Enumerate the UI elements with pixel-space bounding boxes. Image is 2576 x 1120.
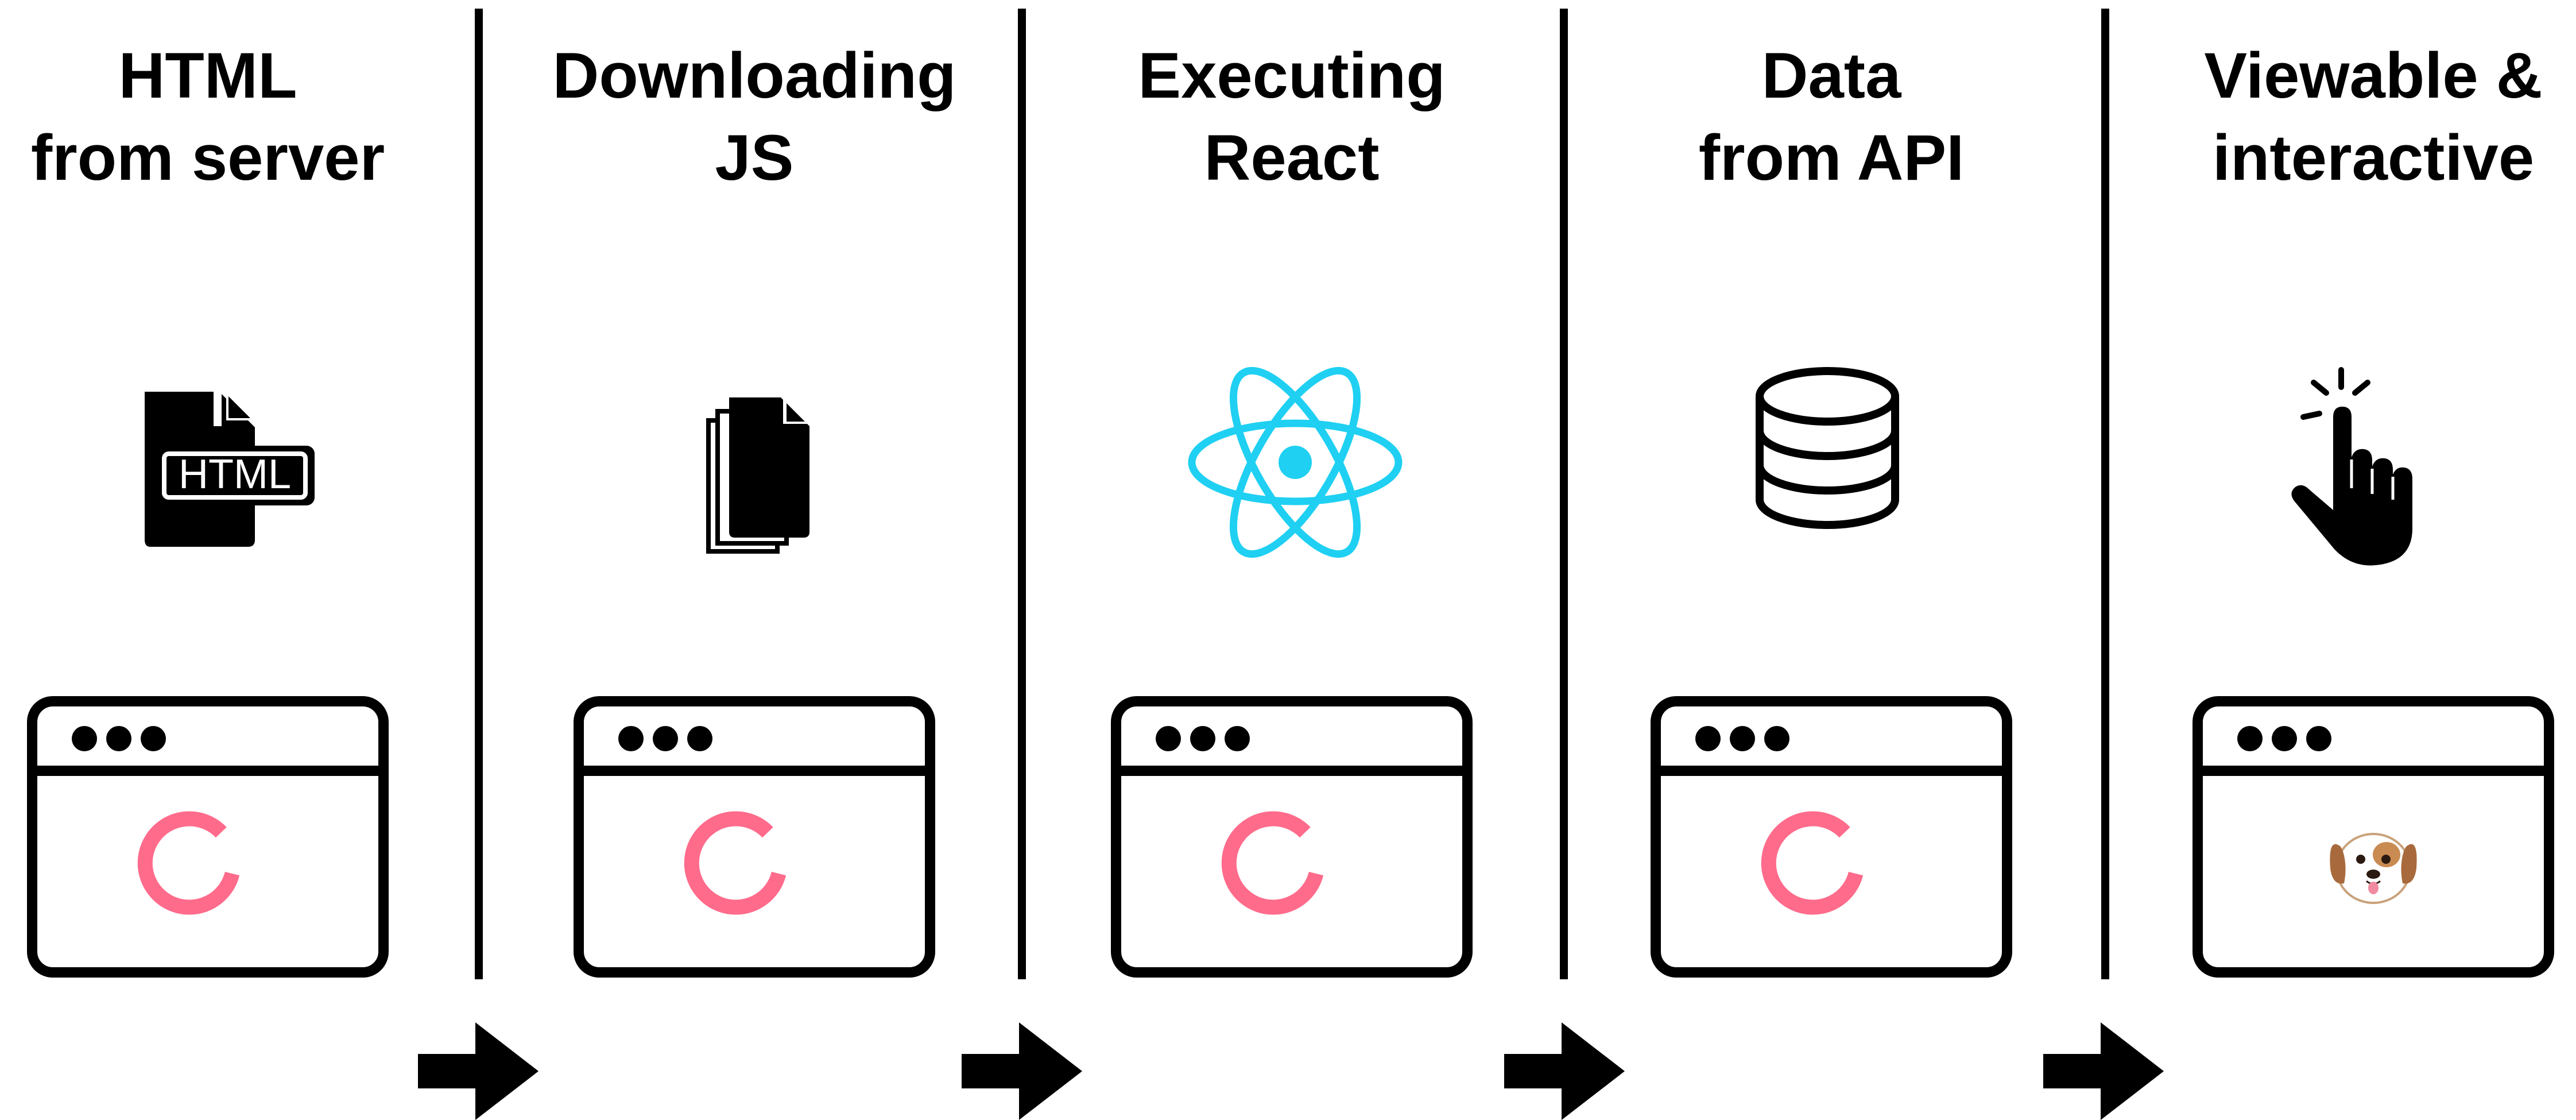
browser-window xyxy=(27,696,389,978)
right-arrow-icon xyxy=(2043,1022,2164,1120)
loading-spinner-icon xyxy=(1221,811,1324,915)
stage-title: Data from API xyxy=(1579,34,2084,199)
browser-window xyxy=(1651,696,2012,978)
html-badge-text: HTML xyxy=(179,451,291,497)
stage-title-line2: from API xyxy=(1698,122,1965,194)
stage-title: Executing React xyxy=(1039,34,1544,199)
stage-divider xyxy=(1560,9,1568,979)
database-icon xyxy=(1717,356,1946,586)
stage-title-line2: React xyxy=(1204,122,1380,194)
stage-divider xyxy=(2101,9,2109,979)
loading-spinner-icon xyxy=(137,811,240,915)
stage-title: HTML from server xyxy=(0,34,460,199)
right-arrow-icon xyxy=(418,1022,539,1120)
stage-divider xyxy=(475,9,483,979)
right-arrow-icon xyxy=(962,1022,1082,1120)
stage-title-line1: Viewable & xyxy=(2204,40,2543,111)
stage-title: Viewable & interactive xyxy=(2121,34,2576,199)
html-file-icon: HTML xyxy=(93,356,323,586)
dog-face-icon xyxy=(2330,833,2417,904)
browser-window xyxy=(574,696,935,978)
stage-title: Downloading JS xyxy=(502,34,1007,199)
stage-title-line2: from server xyxy=(30,122,385,194)
stage-title-line1: HTML xyxy=(118,40,297,111)
stage-title-line1: Downloading xyxy=(552,40,956,111)
loading-spinner-icon xyxy=(684,811,787,915)
stage-divider xyxy=(1018,9,1026,979)
stage-title-line2: interactive xyxy=(2212,122,2535,194)
browser-window xyxy=(2192,696,2554,978)
tap-hand-icon xyxy=(2259,356,2488,586)
js-files-icon xyxy=(640,356,869,586)
right-arrow-icon xyxy=(1504,1022,1625,1120)
stage-title-line1: Executing xyxy=(1138,40,1446,111)
stage-title-line2: JS xyxy=(715,122,794,194)
react-logo-icon xyxy=(1177,356,1407,586)
stage-title-line1: Data xyxy=(1761,40,1901,111)
loading-spinner-icon xyxy=(1761,811,1864,915)
browser-window xyxy=(1111,696,1473,978)
